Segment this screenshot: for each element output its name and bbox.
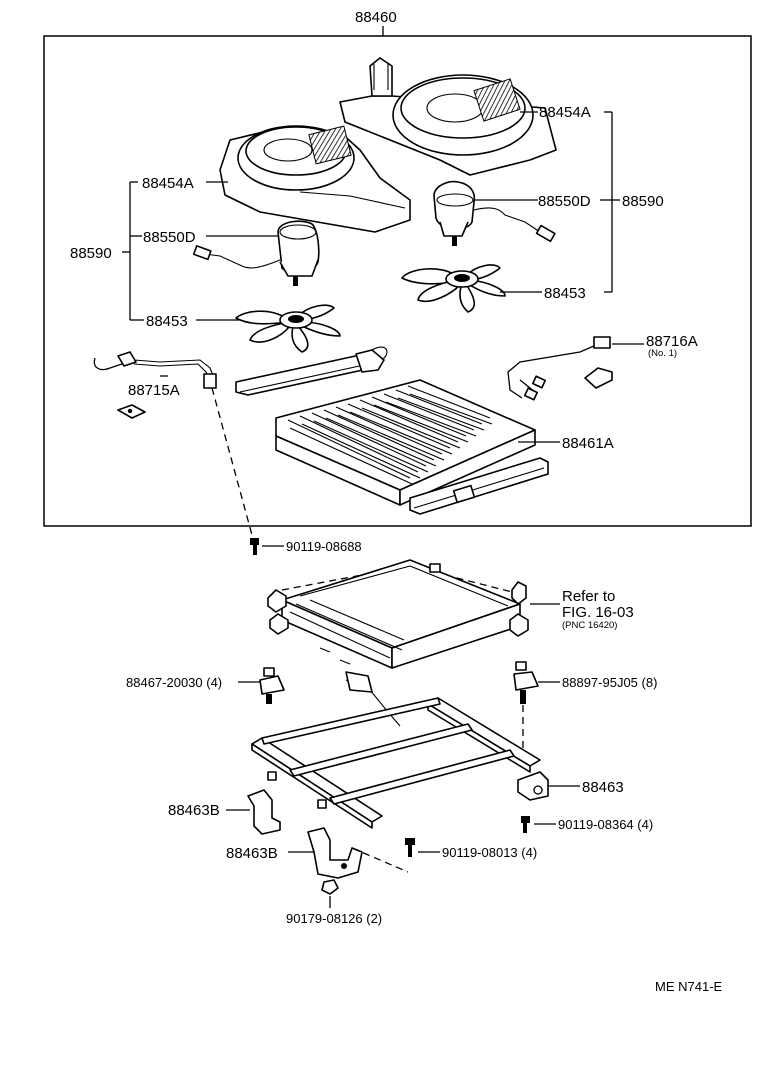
label-harness-right: 88716A [646, 333, 698, 350]
evaporator-fins [287, 385, 493, 485]
label-harness-left: 88715A [128, 382, 180, 399]
label-bracket-b-lower: 88463B [226, 845, 278, 862]
label-cover-left: 88454A [142, 175, 194, 192]
bolt-90119-08364 [521, 816, 556, 833]
label-fan-left: 88453 [146, 313, 188, 330]
blower-group-right-bracket [474, 111, 620, 293]
label-motor-left: 88550D [143, 229, 196, 246]
fan-right [401, 264, 506, 313]
harness-right [507, 336, 613, 401]
bracket-88463b-lower [288, 827, 409, 879]
label-fan-right: 88453 [544, 285, 586, 302]
lower-rail [409, 457, 549, 515]
label-nut-bottom: 90179-08126 (2) [286, 911, 382, 926]
label-bracket-b-upper: 88463B [168, 802, 220, 819]
cushion-left [238, 667, 285, 704]
label-cushion-right: 88897-95J05 (8) [562, 675, 657, 690]
label-bolt-right: 90119-08364 (4) [558, 817, 653, 832]
label-refer-line3: (PNC 16420) [562, 620, 617, 631]
upper-rail [235, 346, 388, 396]
nut-90179-08126 [321, 879, 339, 908]
blower-motor-left [192, 220, 320, 286]
bracket-88463b-upper [226, 789, 281, 835]
bolt-90119-08688 [211, 387, 284, 555]
label-bolt-center: 90119-08013 (4) [442, 845, 537, 860]
label-motor-right: 88550D [538, 193, 591, 210]
assembly-frame [43, 35, 752, 527]
fan-left [235, 304, 341, 353]
label-bracket-frame: 88463 [582, 779, 624, 796]
label-refer-line2: FIG. 16-03 [562, 604, 634, 621]
label-cover-right: 88454A [539, 104, 591, 121]
bolt-90119-08013 [405, 838, 440, 857]
assembly-88460: 88460 [43, 9, 752, 527]
label-blower-group-left: 88590 [70, 245, 112, 262]
heater-core [267, 559, 529, 669]
label-bolt-top: 90119-08688 [286, 539, 362, 554]
blower-motor-right [433, 180, 556, 246]
label-refer-line1: Refer to [562, 588, 615, 605]
label-assembly-top: 88460 [355, 9, 397, 26]
blower-cover-right [339, 57, 557, 176]
bracket-frame-88463 [251, 671, 580, 829]
label-harness-right-note: (No. 1) [648, 348, 677, 359]
cushion-right [513, 661, 560, 752]
label-cushion-left: 88467-20030 (4) [126, 675, 222, 690]
evaporator-core [275, 379, 536, 506]
harness-left [93, 351, 217, 419]
label-figure-code: ME N741-E [655, 979, 723, 994]
blower-cover-left [219, 125, 411, 233]
label-blower-group-right: 88590 [622, 193, 664, 210]
label-evaporator: 88461A [562, 435, 614, 452]
blower-group-left-bracket [122, 181, 278, 321]
